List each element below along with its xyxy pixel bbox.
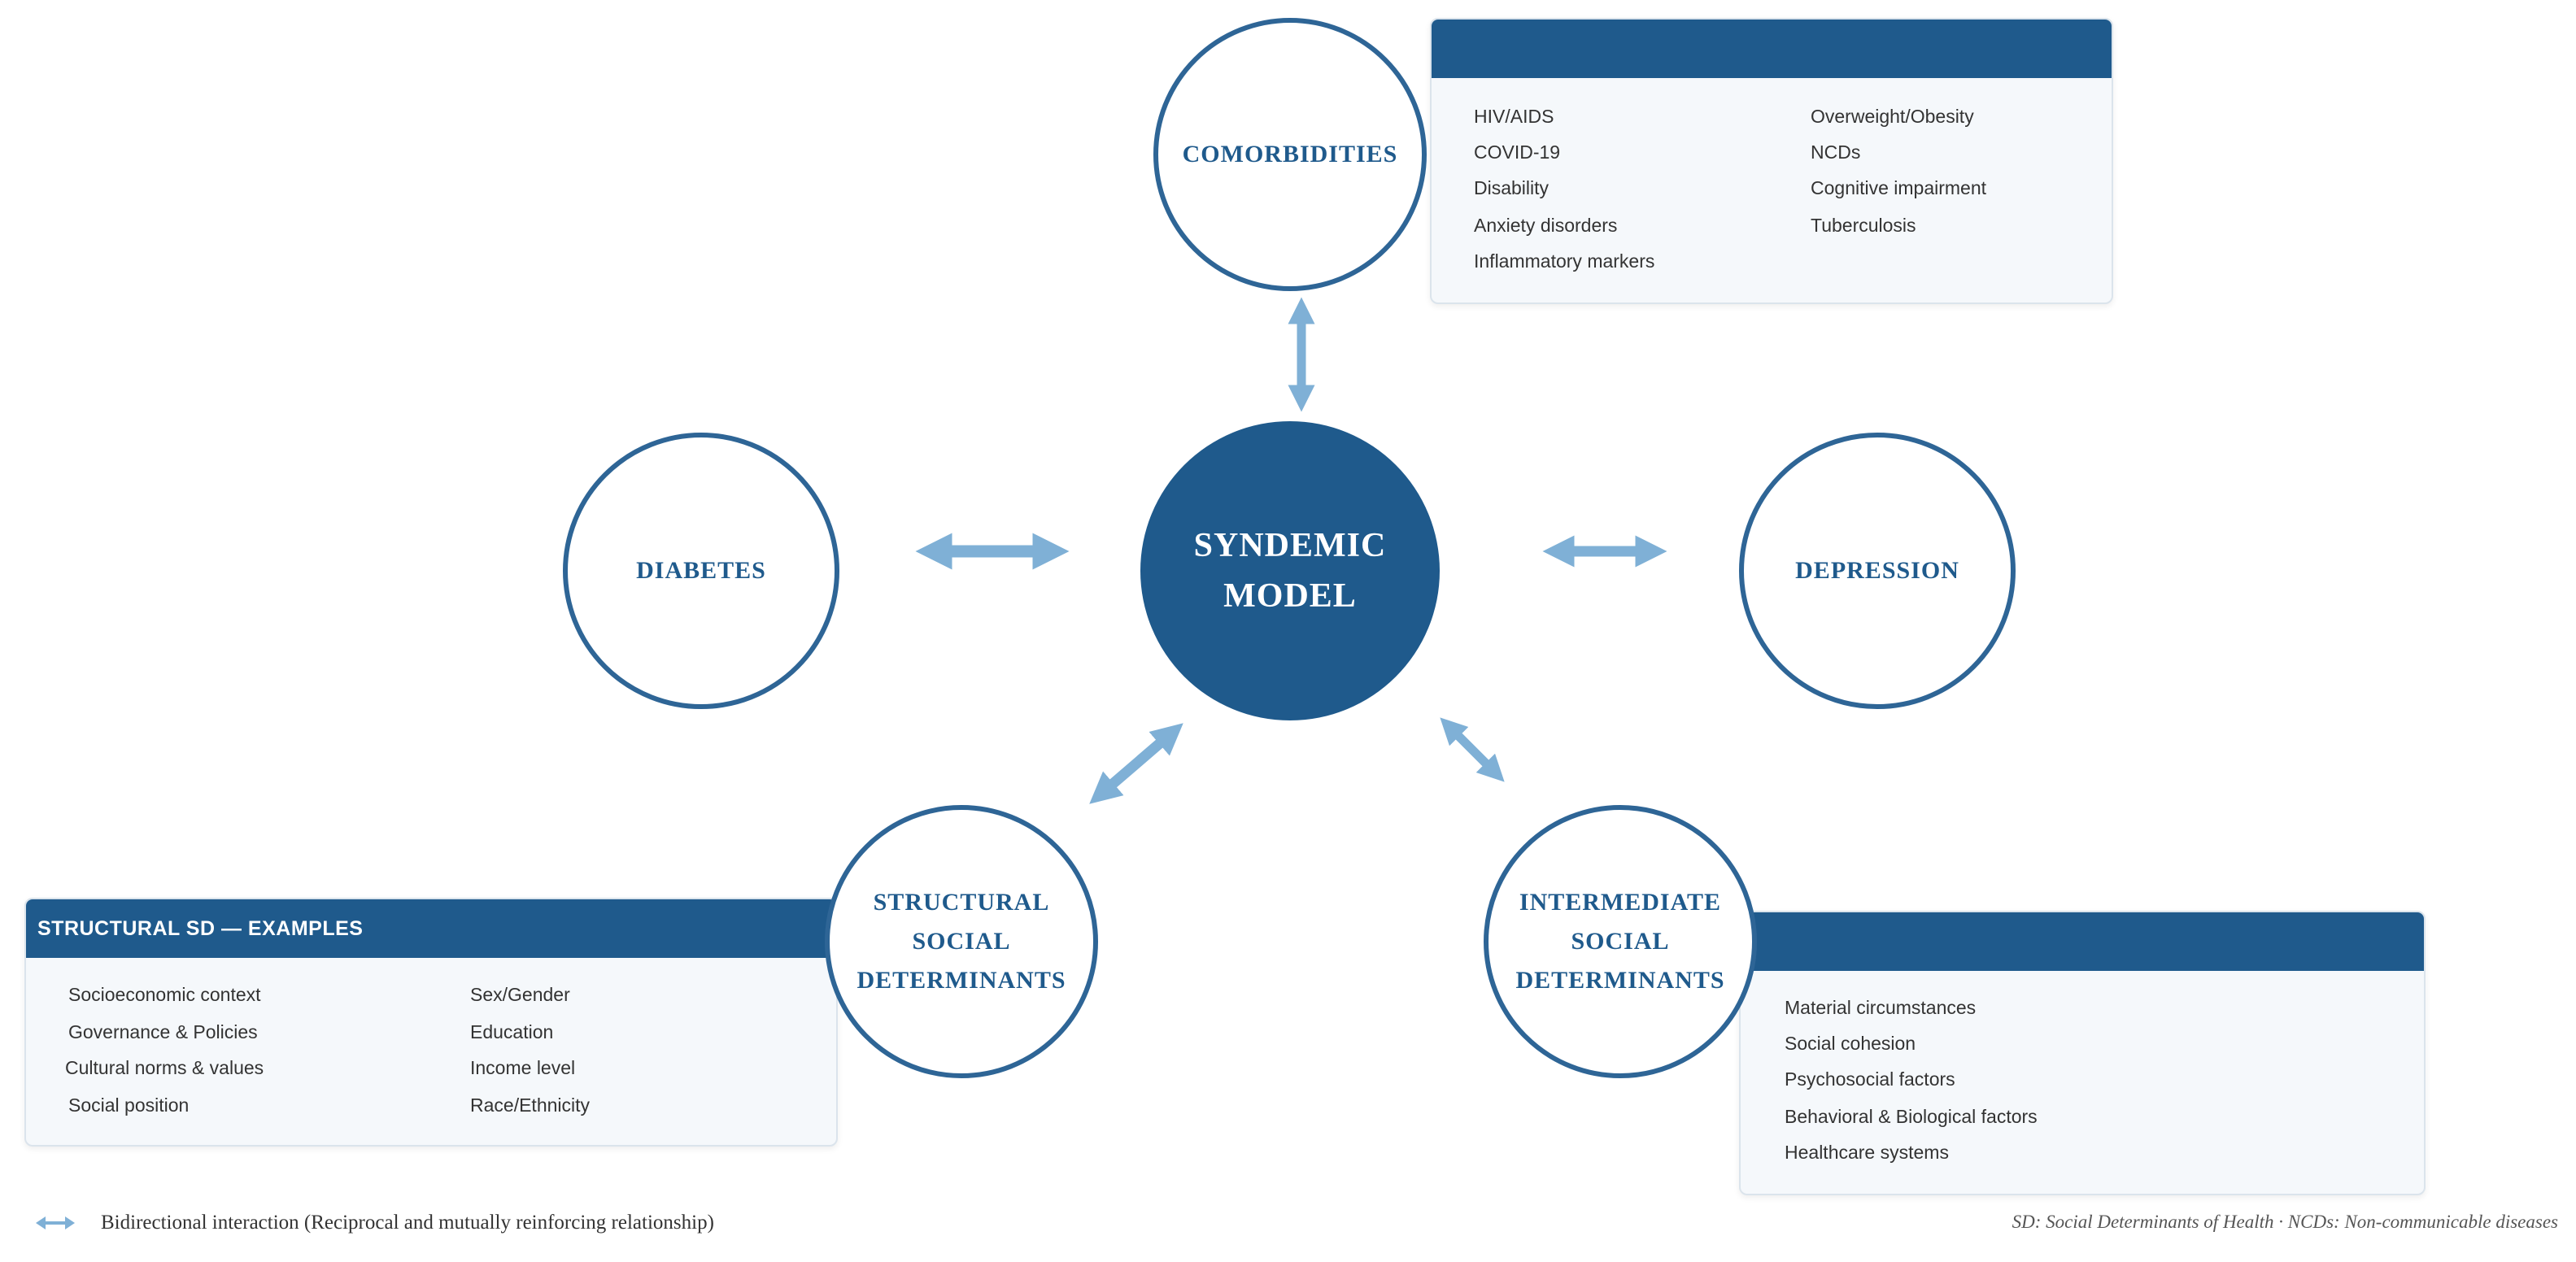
comorbidities-label: COMORBIDITIES: [1182, 141, 1398, 168]
arrow-center-intermediate: [1440, 717, 1505, 782]
structural-sd-item: Education: [470, 1021, 554, 1042]
intermediate-sd-label-line: INTERMEDIATE: [1519, 889, 1722, 916]
intermediate-sd-box-header: [1741, 912, 2424, 971]
comorbidity-item: Anxiety disorders: [1474, 215, 1618, 236]
intermediate-sd-label: INTERMEDIATE SOCIAL DETERMINANTS: [1515, 883, 1724, 1000]
intermediate-sd-node: INTERMEDIATE SOCIAL DETERMINANTS: [1484, 805, 1757, 1078]
structural-sd-label: STRUCTURAL SOCIAL DETERMINANTS: [856, 883, 1066, 1000]
structural-sd-label-line: STRUCTURAL: [873, 889, 1050, 916]
intermediate-sd-label-line: DETERMINANTS: [1515, 967, 1725, 994]
structural-sd-item: Race/Ethnicity: [470, 1094, 591, 1116]
comorbidities-box: HIV/AIDS COVID-19 Disability Anxiety dis…: [1430, 18, 2113, 304]
structural-sd-item: Income level: [470, 1057, 576, 1078]
comorbidity-item: NCDs: [1811, 141, 1861, 163]
comorbidity-item: Overweight/Obesity: [1811, 106, 1974, 127]
comorbidity-item: Tuberculosis: [1811, 215, 1916, 236]
bidirectional-arrow-icon: [36, 1216, 75, 1229]
structural-sd-item: Sex/Gender: [470, 984, 570, 1005]
comorbidity-item: HIV/AIDS: [1474, 106, 1554, 127]
footnote: SD: Social Determinants of Health · NCDs…: [2012, 1212, 2558, 1232]
intermediate-sd-label-line: SOCIAL: [1571, 928, 1670, 955]
center-label-line: MODEL: [1223, 577, 1357, 615]
comorbidity-item: Inflammatory markers: [1474, 250, 1655, 272]
structural-sd-label-line: DETERMINANTS: [856, 967, 1066, 994]
structural-sd-item: Socioeconomic context: [68, 984, 261, 1005]
intermediate-sd-box: Material circumstances Social cohesion P…: [1739, 911, 2426, 1195]
comorbidities-node: COMORBIDITIES: [1153, 18, 1427, 291]
intermediate-sd-item: Social cohesion: [1785, 1033, 1916, 1054]
intermediate-sd-item: Psychosocial factors: [1785, 1068, 1955, 1090]
center-label-line: SYNDEMIC: [1193, 527, 1387, 564]
syndemic-model-center: SYNDEMIC MODEL: [1140, 421, 1440, 720]
structural-sd-box-header: STRUCTURAL SD — EXAMPLES: [26, 899, 836, 958]
comorbidity-item: Cognitive impairment: [1811, 177, 1987, 198]
diabetes-node: DIABETES: [563, 433, 839, 709]
arrow-center-structural: [1089, 723, 1183, 804]
structural-sd-label-line: SOCIAL: [912, 928, 1011, 955]
intermediate-sd-item: Material circumstances: [1785, 997, 1977, 1018]
depression-node: DEPRESSION: [1739, 433, 2016, 709]
comorbidities-box-header: [1432, 20, 2112, 78]
depression-label: DEPRESSION: [1795, 557, 1959, 584]
legend-text: Bidirectional interaction (Reciprocal an…: [101, 1212, 714, 1234]
structural-sd-item: Governance & Policies: [68, 1021, 258, 1042]
comorbidity-item: Disability: [1474, 177, 1550, 198]
intermediate-sd-item: Behavioral & Biological factors: [1785, 1106, 2038, 1127]
diabetes-label: DIABETES: [636, 557, 766, 584]
structural-sd-item: Cultural norms & values: [65, 1057, 264, 1078]
intermediate-sd-item: Healthcare systems: [1785, 1142, 1949, 1163]
structural-sd-box: STRUCTURAL SD — EXAMPLES Socioeconomic c…: [24, 898, 838, 1147]
syndemic-model-label: SYNDEMIC MODEL: [1194, 520, 1387, 621]
structural-sd-node: STRUCTURAL SOCIAL DETERMINANTS: [825, 805, 1098, 1078]
comorbidity-item: COVID-19: [1474, 141, 1561, 163]
structural-sd-item: Social position: [68, 1094, 190, 1116]
